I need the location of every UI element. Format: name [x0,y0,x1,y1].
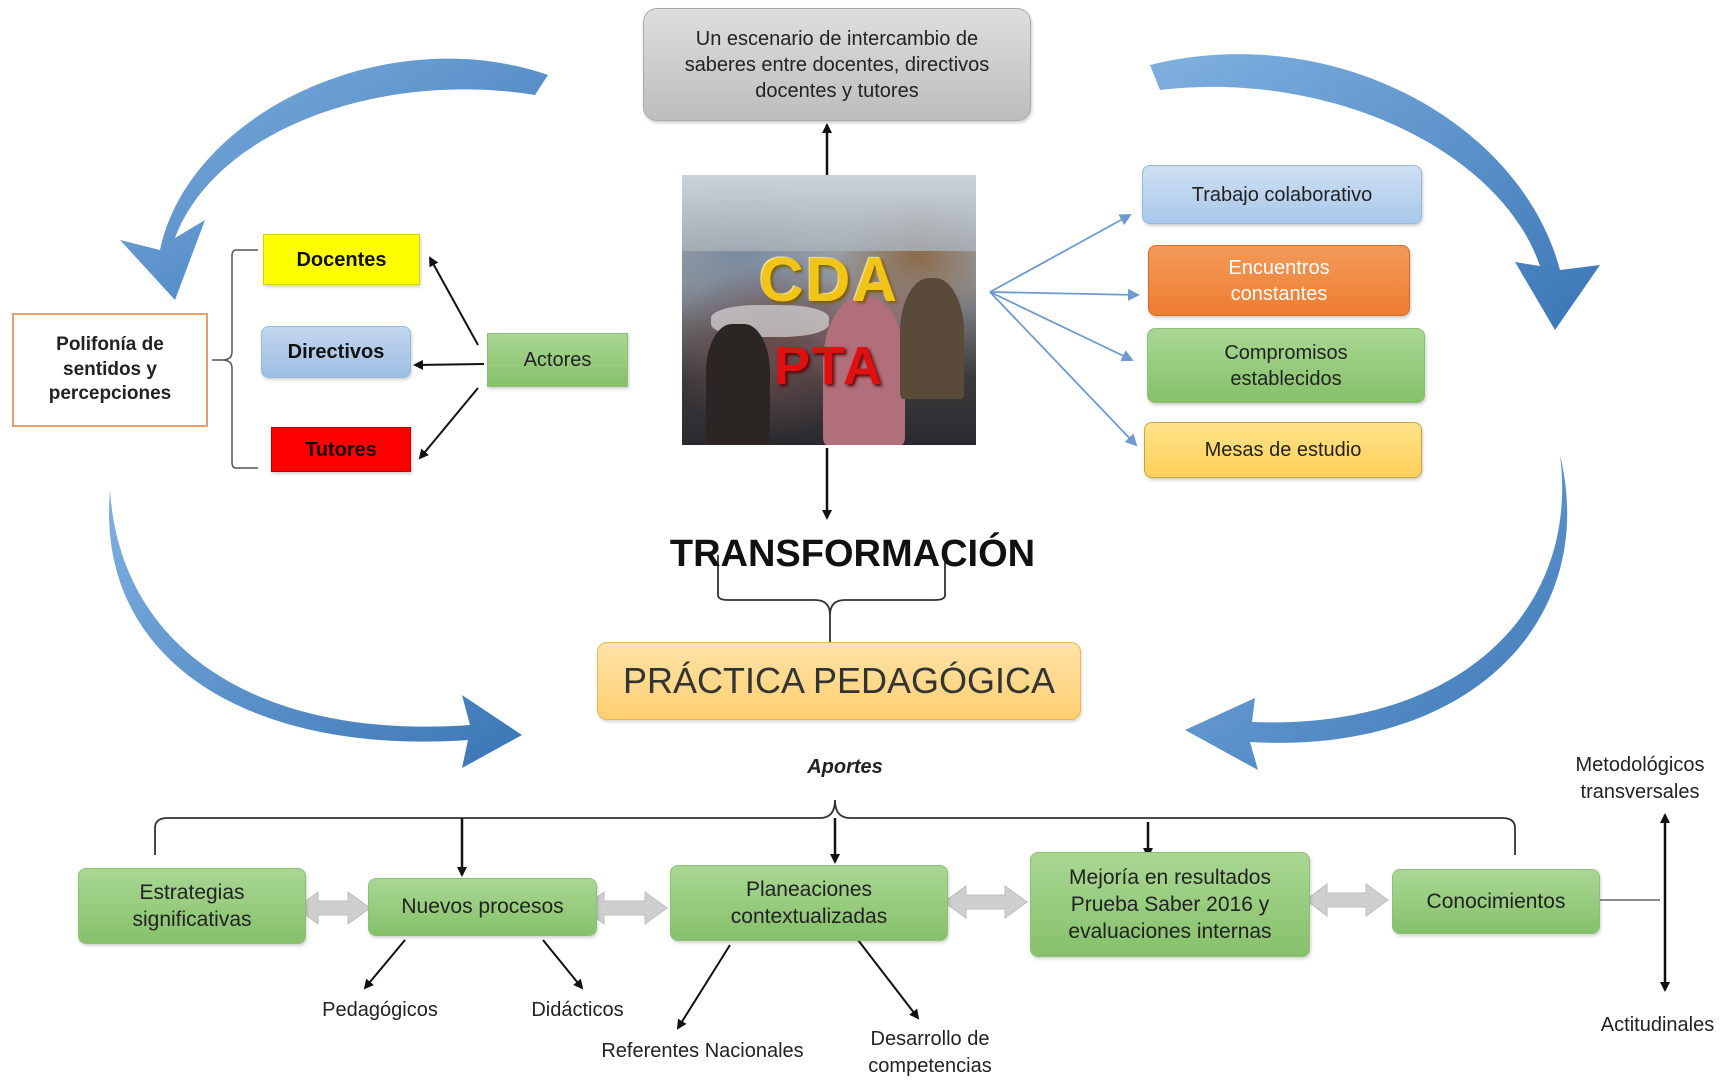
arrow-nuevos-didacticos [542,939,584,990]
polyphony-brace [212,249,258,469]
transformation-brace [717,555,946,642]
actors-label: Actores [523,349,592,371]
item-compromisos-establecidos: Compromisos establecidos [1147,328,1425,403]
arrow-to-mesas [989,291,1138,447]
cycle-arrow-top-left [120,58,548,301]
arrow-actors-docentes [429,256,479,346]
item-encuentros-constantes: Encuentros constantes [1148,245,1410,316]
arrow-to-compromisos [989,291,1134,362]
label-desarrollo: Desarrollo de competencias [868,1028,992,1077]
box-planeaciones-label: Planeaciones contextualizadas [730,877,888,928]
label-pedagogicos: Pedagógicos [322,999,438,1021]
cycle-arrow-bottom-left [109,490,522,768]
box-conocimientos: Conocimientos [1392,869,1600,934]
practice-text: PRÁCTICA PEDAGÓGICA [622,659,1056,701]
box-mejoria-label: Mejoría en resultados Prueba Saber 2016 … [1068,865,1272,944]
double-arrow-1 [296,890,371,926]
arrow-actors-directivos [413,359,485,370]
double-arrow-4 [1305,882,1389,918]
transformation-text: TRANSFORMACIÓN [669,533,1036,576]
cycle-arrows [109,54,1600,770]
box-mejoria: Mejoría en resultados Prueba Saber 2016 … [1030,852,1310,957]
item-trabajo-colaborativo: Trabajo colaborativo [1142,165,1422,224]
exchange-scenario-box: Un escenario de intercambio de saberes e… [643,8,1031,121]
actor-docentes-label: Docentes [296,248,387,271]
box-planeaciones: Planeaciones contextualizadas [670,865,948,941]
double-arrow-3 [943,885,1028,919]
arrow-planeaciones-referentes [676,944,731,1030]
aportes-label: Aportes [807,756,883,778]
actor-tutores-label: Tutores [305,438,377,461]
polyphony-text: Polifonía de sentidos y percepciones [48,333,172,405]
arrow-to-trabajo [989,214,1132,293]
actor-tutores: Tutores [271,427,411,472]
arrow-actors-tutores [418,387,479,460]
polyphony-box: Polifonía de sentidos y percepciones [12,313,208,427]
box-estrategias-label: Estrategias significativas [132,880,252,931]
transformation-title: TRANSFORMACIÓN [640,515,1065,595]
item-trabajo-colaborativo-label: Trabajo colaborativo [1191,183,1373,206]
practice-box: PRÁCTICA PEDAGÓGICA [597,642,1081,720]
label-metodologicos: Metodológicos transversales [1575,754,1705,803]
pta-label: PTA [774,336,884,396]
arrow-nuevos-pedagogicos [363,939,406,990]
item-mesas-estudio: Mesas de estudio [1144,422,1422,478]
cda-pta-photo: CDA PTA [682,175,976,445]
box-nuevos-procesos: Nuevos procesos [368,878,597,936]
arrow-to-encuentros [989,288,1140,301]
cycle-arrow-bottom-right [1185,455,1568,770]
actor-docentes: Docentes [263,234,420,285]
arrow-planeaciones-desarrollo [857,939,920,1020]
exchange-scenario-text: Un escenario de intercambio de saberes e… [684,27,990,102]
item-mesas-estudio-label: Mesas de estudio [1204,439,1362,461]
actors-box: Actores [487,333,628,387]
cycle-arrow-top-right [1150,54,1600,331]
item-encuentros-constantes-label: Encuentros constantes [1228,256,1330,305]
actor-directivos: Directivos [261,326,411,378]
label-referentes: Referentes Nacionales [601,1040,804,1062]
box-nuevos-procesos-label: Nuevos procesos [401,895,564,919]
actor-directivos-label: Directivos [287,341,385,363]
label-actitudinales: Actitudinales [1600,1014,1715,1036]
label-didacticos: Didácticos [531,999,624,1021]
box-estrategias: Estrategias significativas [78,868,306,944]
aportes-brace [154,799,1516,855]
double-arrow-2 [582,890,668,926]
cda-label: CDA [758,246,900,315]
double-arrows [296,882,1389,926]
box-conocimientos-label: Conocimientos [1426,889,1566,913]
item-compromisos-establecidos-label: Compromisos establecidos [1224,341,1348,390]
